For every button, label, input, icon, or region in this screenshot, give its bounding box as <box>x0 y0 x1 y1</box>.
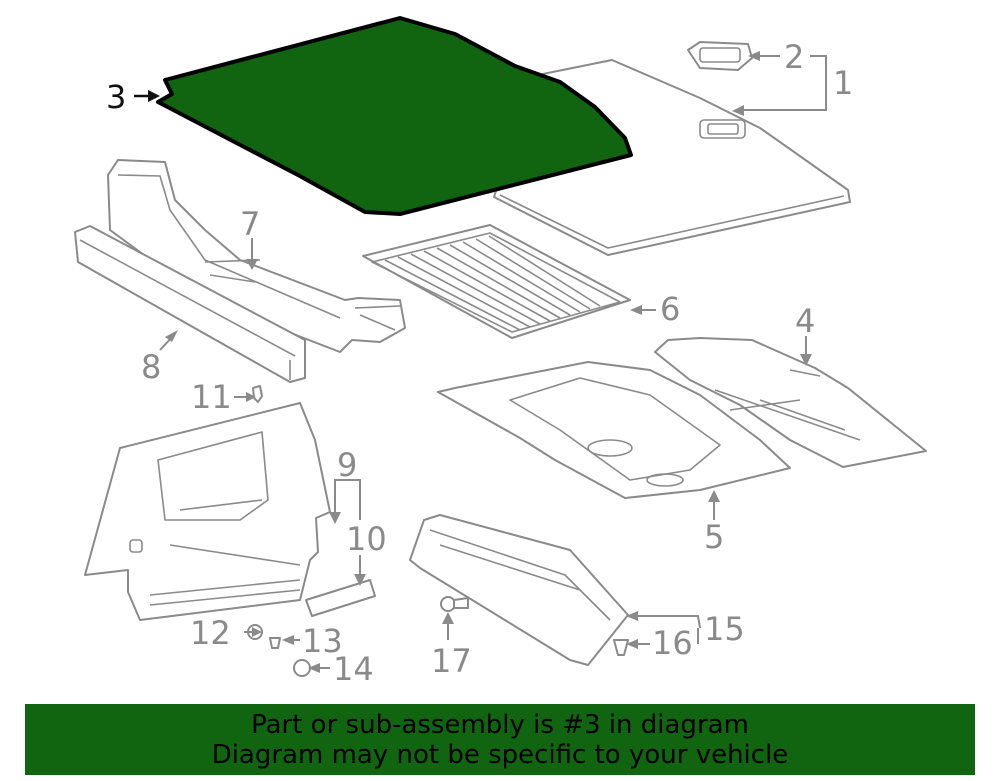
part-6-grid-tray <box>362 224 631 339</box>
part-3-cover-board-highlighted <box>156 16 633 216</box>
callout-14: 14 <box>333 650 374 688</box>
callout-12: 12 <box>190 614 231 652</box>
part-13-screw <box>269 637 281 649</box>
info-banner: Part or sub-assembly is #3 in diagram Di… <box>25 704 975 775</box>
callout-11: 11 <box>191 378 232 416</box>
leader-lines <box>159 51 827 673</box>
callout-10: 10 <box>346 520 387 558</box>
callout-5: 5 <box>704 518 724 556</box>
part-10-cover-plate <box>305 579 376 617</box>
tray-slats <box>384 235 601 331</box>
callout-6: 6 <box>660 290 680 328</box>
part-5-floor-pan <box>437 361 791 499</box>
part-9-quarter-trim <box>84 402 331 621</box>
callout-8: 8 <box>141 348 161 386</box>
part-14-grommet <box>293 659 311 677</box>
callout-13: 13 <box>302 622 343 660</box>
banner-line-2: Diagram may not be specific to your vehi… <box>211 740 789 770</box>
part-3-leader <box>134 90 160 102</box>
part-17-bolt <box>440 596 469 612</box>
banner-line-1: Part or sub-assembly is #3 in diagram <box>251 710 749 740</box>
callout-3: 3 <box>106 78 126 116</box>
callout-labels: 1 2 3 4 5 6 7 8 9 10 11 12 13 14 15 16 1… <box>106 38 853 688</box>
parts-diagram: 1 2 3 4 5 6 7 8 9 10 11 12 13 14 15 16 1… <box>74 16 927 688</box>
part-16-clip <box>613 639 629 656</box>
callout-1: 1 <box>833 64 853 102</box>
part-2-handle <box>687 41 753 71</box>
callout-17: 17 <box>431 642 472 680</box>
callout-15: 15 <box>704 610 745 648</box>
part-11-clip <box>252 385 263 403</box>
callout-2: 2 <box>784 38 804 76</box>
callout-9: 9 <box>337 446 357 484</box>
part-8-sill-plate <box>74 225 306 383</box>
part-15-rear-panel <box>409 514 629 666</box>
callout-16: 16 <box>652 624 693 662</box>
callout-7: 7 <box>240 205 260 243</box>
callout-4: 4 <box>795 302 815 340</box>
part-4-floor-board <box>654 337 927 468</box>
